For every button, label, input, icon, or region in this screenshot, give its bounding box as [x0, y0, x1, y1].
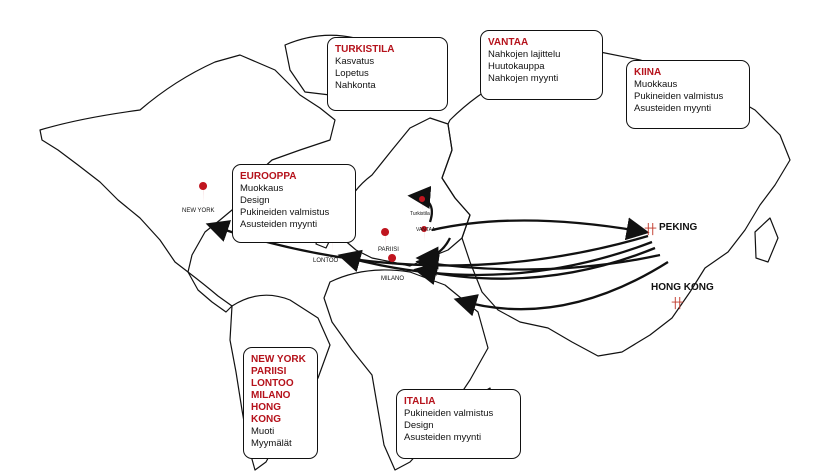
box-vantaa-line: Nahkojen myynti [488, 73, 559, 84]
box-italia-line: Asusteiden myynti [404, 432, 482, 443]
arrow-vantaa-peking [431, 217, 650, 241]
box-vantaa-title: VANTAA [488, 37, 529, 48]
label-new-york: NEW YORK [182, 208, 215, 214]
label-vantaa: VANTAA [416, 227, 436, 233]
arrow-hongkong-italia [453, 261, 669, 317]
box-kiina-line: Asusteiden myynti [634, 103, 712, 114]
box-vantaa-line: Huutokauppa [488, 61, 545, 72]
box-retail-title: MILANO [251, 390, 291, 401]
pin-turkistila [419, 196, 426, 212]
box-vantaa: VANTAA Nahkojen lajittelu Huutokauppa Na… [480, 30, 603, 100]
box-turkistila-line: Lopetus [335, 68, 369, 79]
box-retail-title: LONTOO [251, 378, 294, 389]
box-kiina-title: KIINA [634, 67, 662, 78]
box-turkistila-line: Nahkonta [335, 80, 376, 91]
box-turkistila: TURKISTILA Kasvatus Lopetus Nahkonta [327, 37, 448, 111]
arrow-peking-milano [413, 246, 656, 285]
map-pins [199, 182, 428, 276]
arrow-turkistila-vantaa [407, 185, 434, 223]
box-vantaa-line: Nahkojen lajittelu [488, 49, 561, 60]
box-eurooppa-line: Pukineiden valmistus [240, 207, 330, 218]
box-eurooppa-line: Design [240, 195, 270, 206]
arrow-vantaa-pariisi [415, 237, 452, 270]
box-kiina-line: Pukineiden valmistus [634, 91, 724, 102]
box-eurooppa-line: Muokkaus [240, 183, 284, 194]
box-retail-title: HONG KONG [251, 402, 281, 425]
box-eurooppa-title: EUROOPPA [240, 171, 297, 182]
label-peking: PEKING [659, 222, 698, 233]
box-eurooppa: EUROOPPA Muokkaus Design Pukineiden valm… [232, 164, 356, 243]
peking-symbol: 卄 [644, 222, 658, 237]
pin-new-york [199, 182, 208, 204]
box-retail: NEW YORK PARIISI LONTOO MILANO HONG KONG… [243, 347, 318, 459]
arrow-peking-pariisi [415, 253, 661, 277]
arrow-peking-lontoo [337, 240, 653, 277]
box-kiina-line: Muokkaus [634, 79, 678, 90]
box-italia-line: Pukineiden valmistus [404, 408, 494, 419]
label-turkistila: Turkistila [410, 211, 430, 217]
pin-milano [388, 254, 397, 276]
box-eurooppa-line: Asusteiden myynti [240, 219, 318, 230]
flow-arrows [205, 185, 669, 317]
label-hong-kong: HONG KONG [651, 282, 714, 293]
box-retail-line: Muoti [251, 426, 275, 437]
box-retail-line: Myymälät [251, 438, 292, 449]
hong-kong-symbol: 卄 [671, 296, 685, 311]
box-italia-line: Design [404, 420, 434, 431]
box-italia: ITALIA Pukineiden valmistus Design Asust… [396, 389, 521, 459]
label-lontoo: LONTOO [313, 258, 339, 264]
box-retail-title: PARIISI [251, 366, 287, 377]
label-pariisi: PARIISI [378, 247, 399, 253]
box-turkistila-line: Kasvatus [335, 56, 375, 67]
pin-pariisi [381, 228, 390, 250]
label-milano: MILANO [381, 276, 405, 282]
box-italia-title: ITALIA [404, 396, 436, 407]
box-turkistila-title: TURKISTILA [335, 44, 395, 55]
box-kiina: KIINA Muokkaus Pukineiden valmistus Asus… [626, 60, 750, 129]
box-retail-title: NEW YORK [251, 354, 306, 365]
pin-vantaa [421, 226, 428, 242]
